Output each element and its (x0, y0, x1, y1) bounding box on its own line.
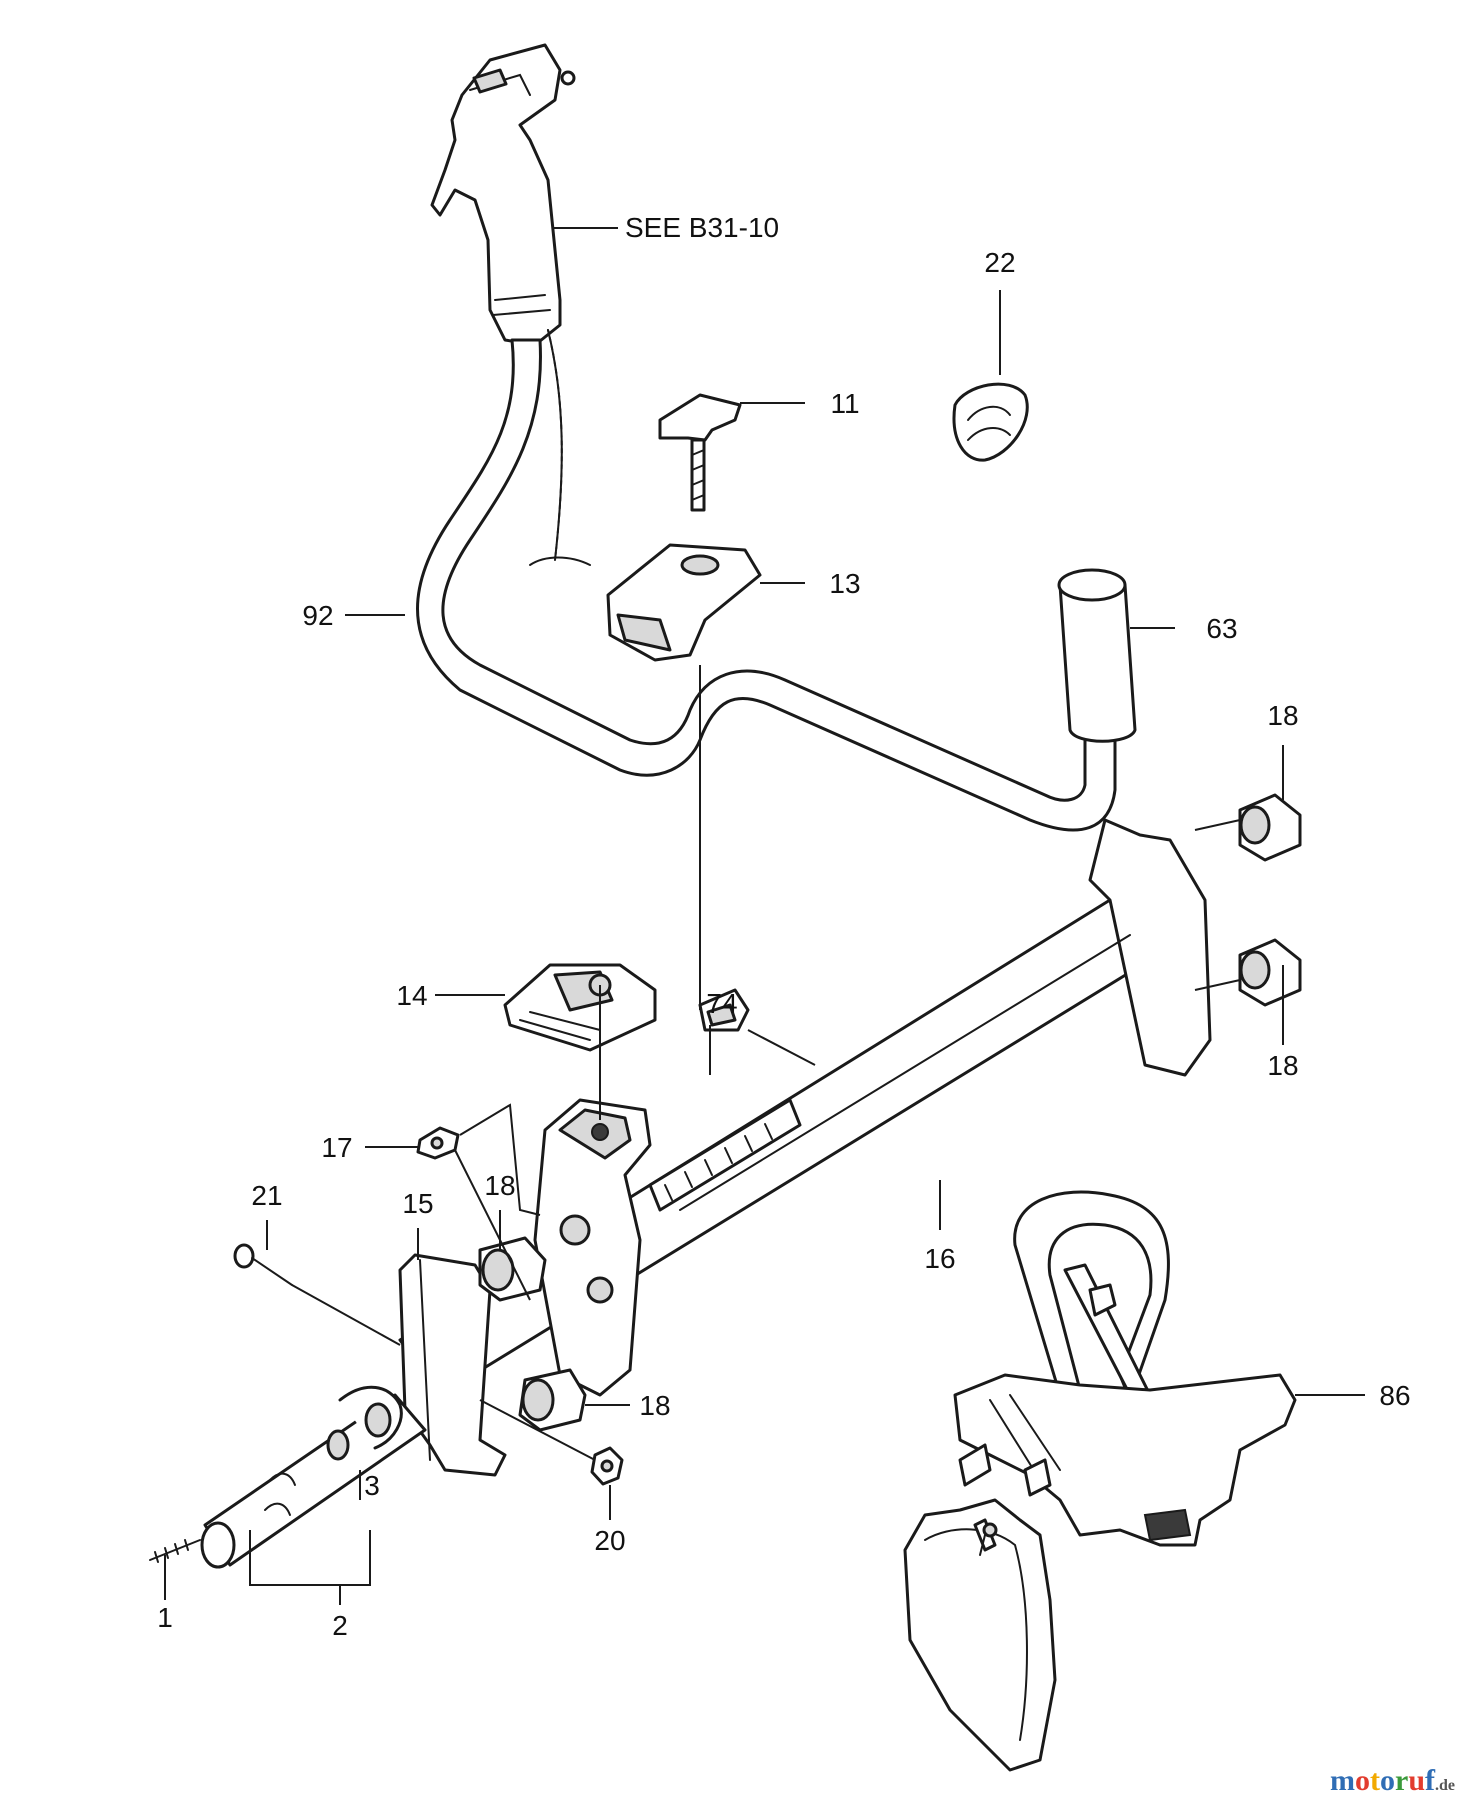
callout-1: 1 (157, 1602, 173, 1633)
callout-92: 92 (302, 600, 333, 631)
leader-lines (164, 227, 1365, 1605)
callout-17: 17 (321, 1132, 352, 1163)
callout-86: 86 (1379, 1380, 1410, 1411)
callout-2: 2 (332, 1610, 348, 1641)
callout-labels: SEE B31-10 92 11 13 22 63 18 74 14 17 21… (157, 212, 1410, 1641)
watermark-seg-6: f (1425, 1764, 1436, 1797)
callout-18-right-lower: 18 (1267, 1050, 1298, 1081)
callout-11: 11 (830, 388, 859, 419)
hex-nut (590, 1446, 624, 1486)
long-bolt (233, 1243, 293, 1286)
throttle-cable (529, 329, 591, 566)
callout-13: 13 (829, 568, 860, 599)
callout-18-left-lower: 18 (639, 1390, 670, 1421)
watermark-seg-5: u (1408, 1764, 1425, 1797)
shoulder-harness (903, 1190, 1297, 1772)
watermark-seg-1: o (1355, 1764, 1370, 1797)
watermark-seg-4: r (1395, 1764, 1408, 1797)
callout-22: 22 (984, 247, 1015, 278)
square-nut (416, 1126, 460, 1160)
callout-21: 21 (251, 1180, 282, 1211)
watermark-seg-7: .de (1435, 1777, 1455, 1794)
handlebar (416, 338, 1117, 832)
damper-right-upper (1238, 793, 1302, 862)
damper-right-lower (1238, 938, 1302, 1007)
watermark-seg-0: m (1330, 1764, 1355, 1797)
watermark-seg-2: t (1370, 1764, 1380, 1797)
callout-63: 63 (1206, 613, 1237, 644)
callout-14: 14 (396, 980, 427, 1011)
watermark-seg-3: o (1380, 1764, 1395, 1797)
callout-3: 3 (364, 1470, 380, 1501)
callout-18-left-upper: 18 (484, 1170, 515, 1201)
throttle-handle (430, 43, 576, 347)
watermark-logo: motoruf.de (1330, 1764, 1455, 1797)
wire-clip (698, 988, 750, 1032)
damper-left-lower (518, 1368, 587, 1432)
handle-grip (1057, 568, 1137, 743)
handle-clamp-lower (503, 963, 657, 1052)
reference-note-label: SEE B31-10 (625, 212, 779, 243)
callout-74: 74 (706, 988, 737, 1019)
callout-18-right-upper: 18 (1267, 700, 1298, 731)
callout-16: 16 (924, 1243, 955, 1274)
callout-15: 15 (402, 1188, 433, 1219)
tube-assembly (149, 1385, 427, 1569)
clamp-top (606, 543, 762, 662)
damper-left-upper (478, 1236, 547, 1302)
callout-20: 20 (594, 1525, 625, 1556)
cable-clip (952, 382, 1029, 462)
shaft-clamp-block (533, 1098, 652, 1397)
clamp-bolt (658, 393, 742, 512)
